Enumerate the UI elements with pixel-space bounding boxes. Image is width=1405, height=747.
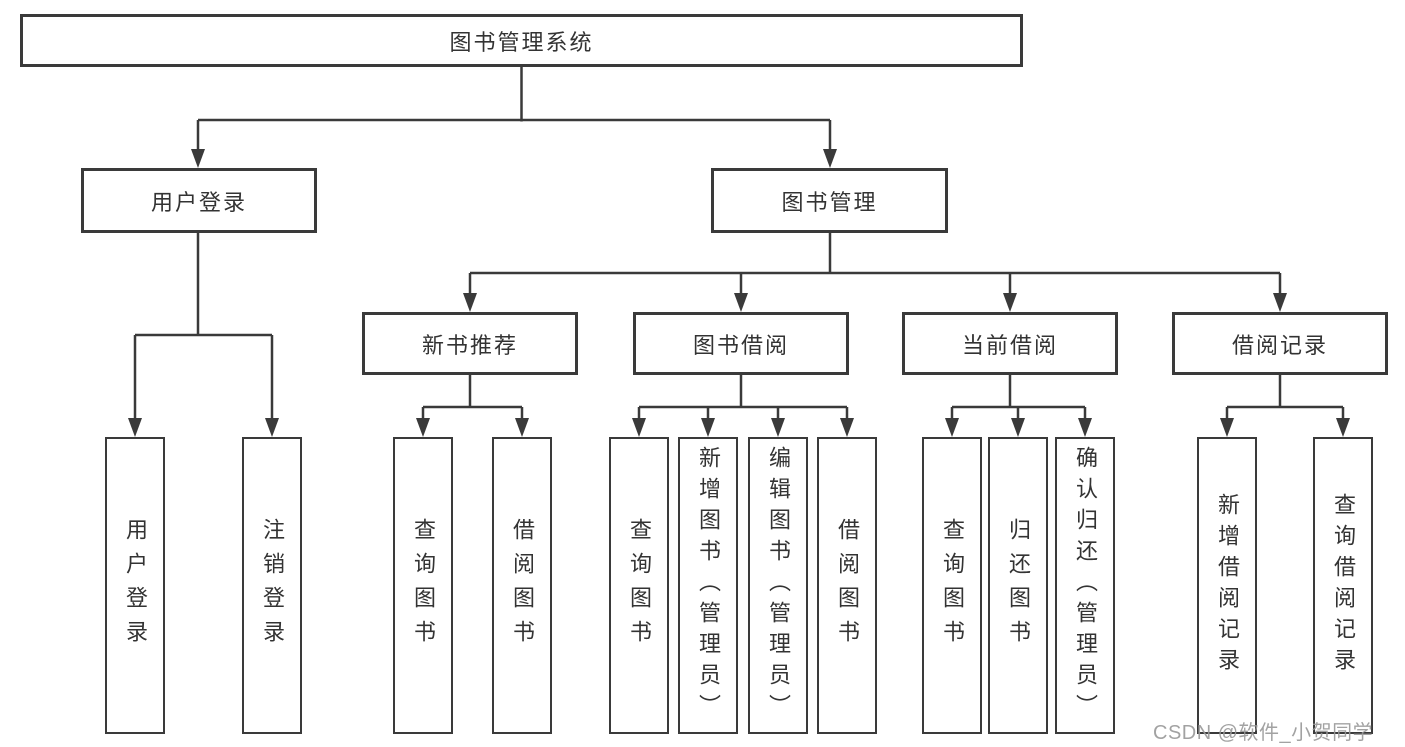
leaf-logout-label: 注销登录 [260,517,285,654]
leaf-user-login-label: 用户登录 [123,517,148,654]
leaf-cb-query-books-label: 查询图书 [940,517,965,654]
leaf-bb-borrow-books-label: 借阅图书 [835,517,860,654]
node-library-system: 图书管理系统 [20,14,1023,67]
leaf-nb-query-books: 查询图书 [393,437,453,734]
leaf-br-query-record: 查询借阅记录 [1313,437,1373,734]
leaf-br-add-record: 新增借阅记录 [1197,437,1257,734]
leaf-nb-borrow-books-label: 借阅图书 [510,517,535,654]
leaf-cb-return-books-label: 归还图书 [1006,517,1031,654]
leaf-logout: 注销登录 [242,437,302,734]
leaf-bb-add-books-admin-label: 新增图书（管理员） [696,446,721,725]
leaf-nb-borrow-books: 借阅图书 [492,437,552,734]
leaf-bb-query-books: 查询图书 [609,437,669,734]
watermark-text: CSDN @软件_小贺同学 [1153,722,1374,744]
leaf-cb-query-books: 查询图书 [922,437,982,734]
leaf-bb-edit-books-admin-label: 编辑图书（管理员） [766,446,791,725]
leaf-nb-query-books-label: 查询图书 [411,517,436,654]
node-borrow-records: 借阅记录 [1172,312,1388,375]
leaf-bb-edit-books-admin: 编辑图书（管理员） [748,437,808,734]
leaf-cb-confirm-return-admin: 确认归还（管理员） [1055,437,1115,734]
node-new-book-recommend: 新书推荐 [362,312,578,375]
node-current-borrow: 当前借阅 [902,312,1118,375]
node-book-management: 图书管理 [711,168,948,233]
leaf-br-query-record-label: 查询借阅记录 [1331,492,1356,679]
leaf-user-login: 用户登录 [105,437,165,734]
leaf-br-add-record-label: 新增借阅记录 [1215,492,1240,679]
leaf-cb-confirm-return-admin-label: 确认归还（管理员） [1073,446,1098,725]
leaf-bb-borrow-books: 借阅图书 [817,437,877,734]
leaf-bb-add-books-admin: 新增图书（管理员） [678,437,738,734]
leaf-cb-return-books: 归还图书 [988,437,1048,734]
leaf-bb-query-books-label: 查询图书 [627,517,652,654]
node-user-login: 用户登录 [81,168,317,233]
node-book-borrow: 图书借阅 [633,312,849,375]
